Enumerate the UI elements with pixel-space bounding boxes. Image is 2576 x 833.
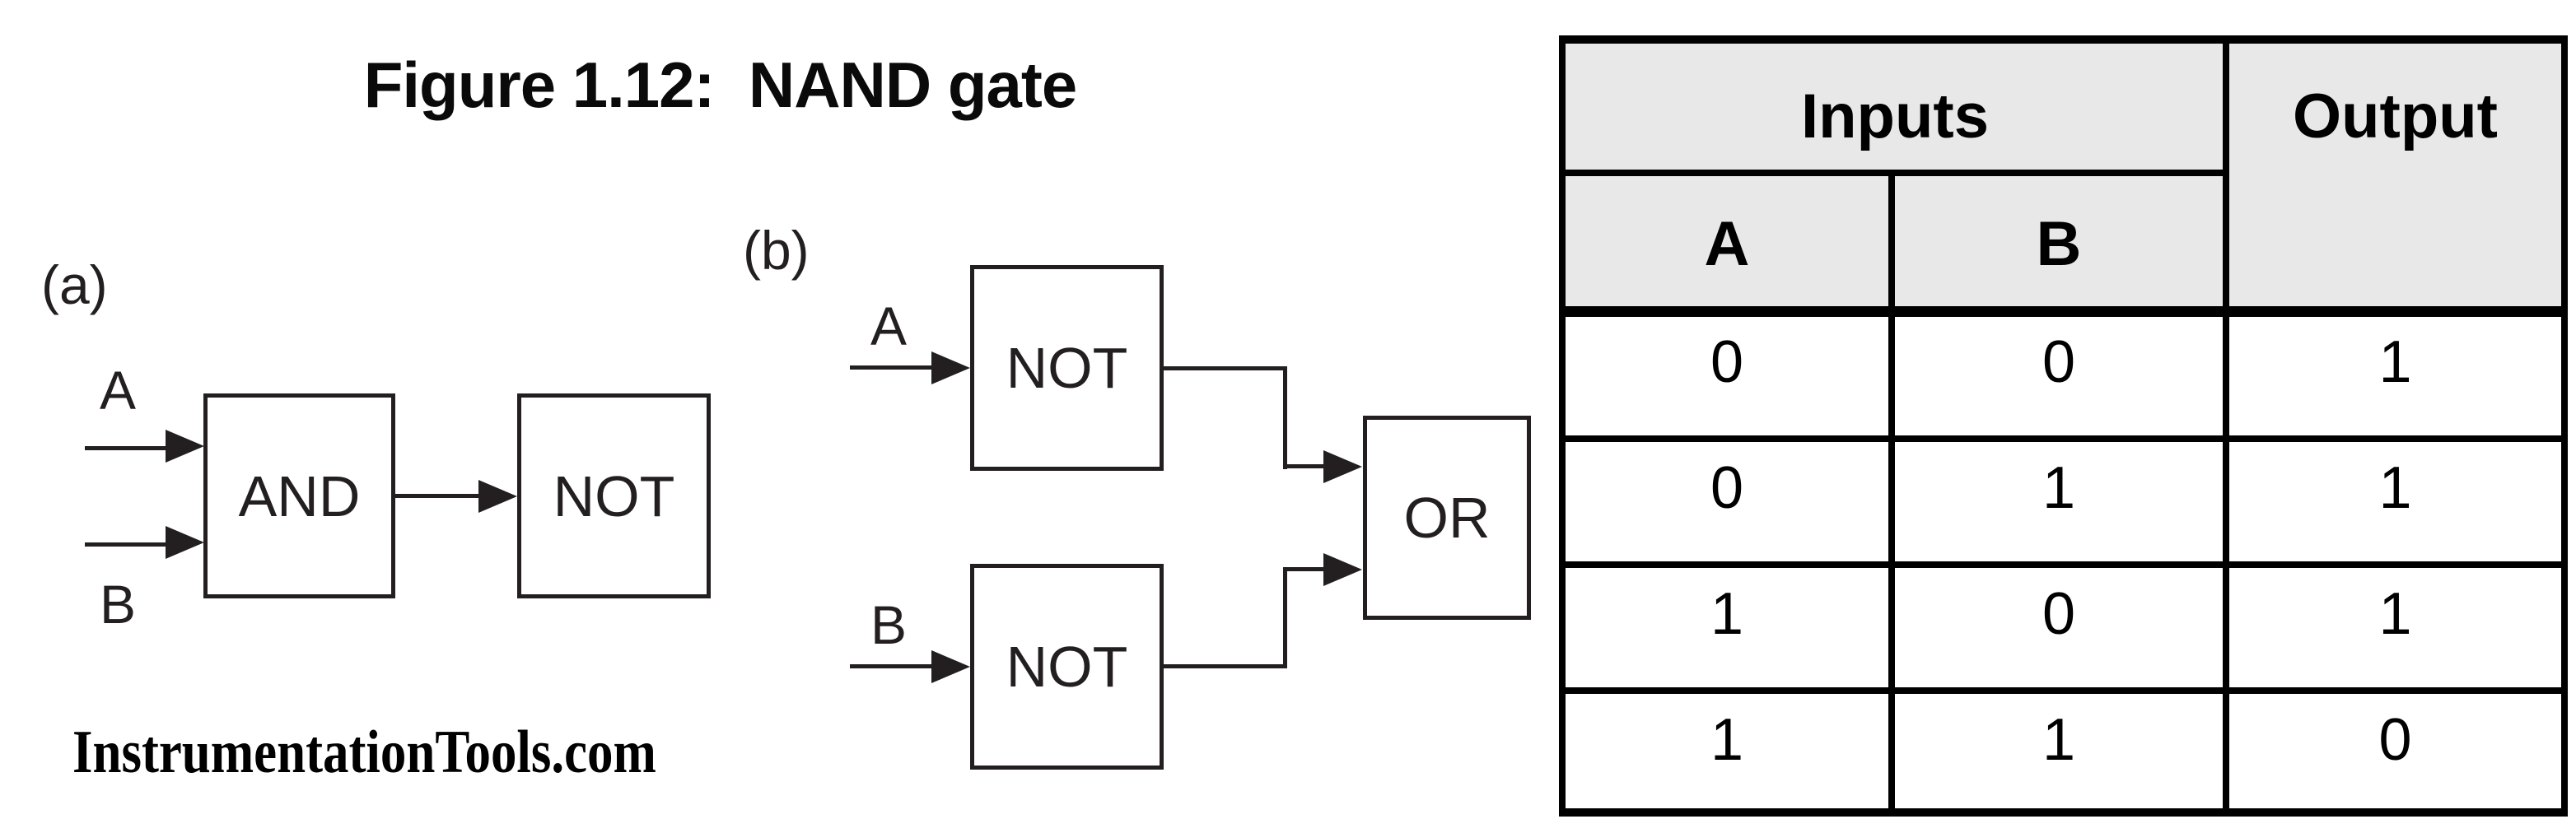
diagram-b-label: (b): [743, 220, 810, 281]
figure-title: Figure 1.12: NAND gate: [363, 49, 1078, 121]
table-border-top: [1559, 35, 2568, 44]
or-gate-box: OR: [1363, 416, 1531, 620]
truth-table-cell: 0: [1710, 455, 1744, 521]
not2-to-or-arrowhead-icon: [1323, 553, 1362, 586]
not1-to-or-wire-vertical: [1283, 366, 1287, 469]
diagram-a-input-b-wire: [85, 542, 167, 547]
diagram-b-input-a-arrowhead-icon: [931, 351, 970, 384]
diagram-a-input-a-arrowhead-icon: [166, 430, 204, 463]
diagram-a-input-a-wire: [85, 446, 167, 450]
not1-to-or-wire-entry: [1283, 464, 1324, 468]
not2-to-or-wire-entry: [1283, 567, 1324, 571]
diagram-a-input-b-arrowhead-icon: [166, 526, 204, 559]
table-border-right: [2561, 35, 2568, 817]
table-row-separator: [1559, 687, 2568, 694]
truth-table-cell: 0: [1710, 329, 1744, 395]
table-divider-inputs-output: [2223, 35, 2229, 817]
not1-to-or-wire-horizontal: [1164, 366, 1287, 370]
diagram-a-input-a-label: A: [99, 360, 137, 421]
not-gate-box-b2: NOT: [970, 564, 1164, 770]
truth-table-cell: 0: [2378, 707, 2412, 773]
diagram-b-input-b-wire: [850, 664, 932, 668]
not-gate-b2-label: NOT: [1006, 635, 1128, 699]
diagram-b-input-b-arrowhead-icon: [931, 650, 970, 683]
table-border-left: [1559, 35, 1566, 817]
not-gate-b1-label: NOT: [1006, 336, 1128, 400]
diagram-a-and-to-not-arrowhead-icon: [478, 480, 517, 513]
truth-table-cell: 1: [2378, 329, 2412, 395]
table-row-separator: [1559, 561, 2568, 568]
not-gate-box-a: NOT: [517, 393, 711, 598]
table-row-separator: [1559, 435, 2568, 442]
truth-table-header-inputs: Inputs: [1801, 81, 1989, 151]
truth-table-cell: 0: [2042, 329, 2076, 395]
diagram-b-input-a-wire: [850, 365, 932, 370]
diagram-a-label: (a): [41, 254, 108, 315]
diagram-a-and-to-not-wire: [395, 494, 479, 498]
table-divider-a-b: [1888, 170, 1895, 817]
truth-table-cell: 1: [2042, 707, 2076, 773]
watermark-text: InstrumentationTools.com: [72, 719, 656, 786]
truth-table-cell: 1: [1710, 581, 1744, 647]
diagram-a-input-b-label: B: [99, 574, 137, 635]
truth-table-column-a-header: A: [1704, 208, 1750, 279]
truth-table-cell: 0: [2042, 581, 2076, 647]
not-gate-box-b1: NOT: [970, 265, 1164, 471]
and-gate-box: AND: [203, 393, 395, 598]
truth-table-header-output: Output: [2292, 81, 2498, 151]
truth-table-cell: 1: [2378, 581, 2412, 647]
table-line-under-header: [1559, 306, 2568, 317]
not2-to-or-wire-horizontal: [1164, 664, 1287, 668]
diagram-b-input-b-label: B: [870, 594, 908, 655]
table-border-bottom: [1559, 808, 2568, 817]
truth-table-cell: 1: [1710, 707, 1744, 773]
or-gate-label: OR: [1403, 486, 1491, 550]
and-gate-label: AND: [238, 463, 361, 528]
not2-to-or-wire-vertical: [1283, 568, 1287, 668]
diagram-b-input-a-label: A: [870, 296, 908, 356]
truth-table-column-b-header: B: [2036, 208, 2082, 279]
not1-to-or-arrowhead-icon: [1323, 450, 1362, 483]
truth-table-cell: 1: [2042, 455, 2076, 521]
truth-table-cell: 1: [2378, 455, 2412, 521]
not-gate-a-label: NOT: [553, 463, 675, 528]
